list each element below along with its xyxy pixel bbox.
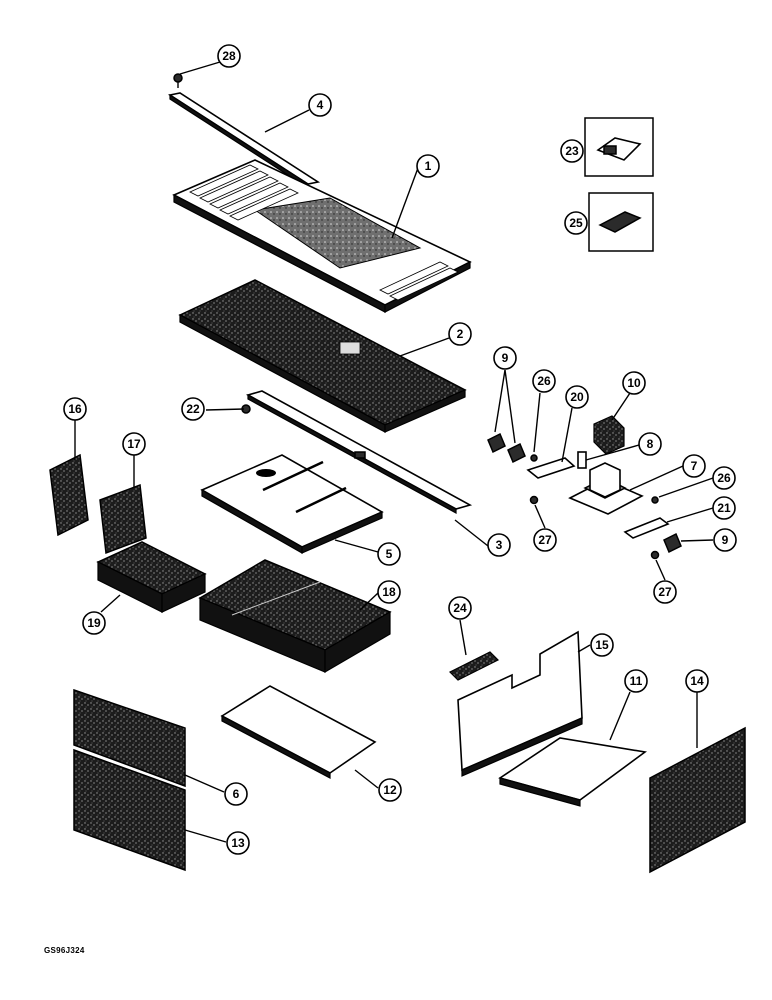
- svg-text:2: 2: [457, 327, 464, 341]
- svg-text:17: 17: [127, 437, 141, 451]
- part-7-mount-box: [568, 462, 644, 515]
- callout-21: 21: [712, 496, 736, 520]
- part-6-insulation-panel: [73, 688, 186, 788]
- part-14-insulation-panel: [649, 726, 746, 874]
- part-15-side-panel: [457, 630, 583, 777]
- part-11-base-plate: [498, 737, 647, 807]
- callout-14: 14: [685, 669, 709, 693]
- svg-text:25: 25: [569, 216, 583, 230]
- callout-28: 28: [217, 44, 241, 68]
- svg-text:27: 27: [658, 585, 672, 599]
- callout-6: 6: [224, 782, 248, 806]
- svg-text:10: 10: [627, 376, 641, 390]
- part-26-screws: [530, 454, 659, 504]
- part-19-insulation-block: [96, 541, 207, 613]
- part-5-board: [200, 454, 384, 555]
- callout-19: 19: [82, 611, 106, 635]
- part-17-insulation-pad: [99, 483, 147, 555]
- svg-text:24: 24: [453, 601, 467, 615]
- svg-text:5: 5: [386, 547, 393, 561]
- part-2-mat: [178, 279, 467, 434]
- svg-text:15: 15: [595, 638, 609, 652]
- callout-2: 2: [448, 322, 472, 346]
- svg-text:9: 9: [722, 533, 729, 547]
- panel-slots: [189, 164, 459, 301]
- part-3-rail: [245, 390, 473, 515]
- svg-text:18: 18: [382, 585, 396, 599]
- svg-text:27: 27: [538, 533, 552, 547]
- callout-25: 25: [564, 211, 588, 235]
- callout-22: 22: [181, 397, 205, 421]
- part-27-nuts: [529, 495, 660, 560]
- callout-10: 10: [622, 371, 646, 395]
- svg-text:7: 7: [691, 459, 698, 473]
- svg-text:3: 3: [496, 538, 503, 552]
- part-25-inset: [588, 192, 654, 252]
- callout-23: 23: [560, 139, 584, 163]
- callout-24: 24: [448, 596, 472, 620]
- part-23-inset: [584, 117, 654, 177]
- callout-18: 18: [377, 580, 401, 604]
- svg-text:16: 16: [68, 402, 82, 416]
- callout-9-top: 9: [493, 346, 517, 370]
- svg-text:13: 13: [231, 836, 245, 850]
- callout-7: 7: [682, 454, 706, 478]
- svg-text:14: 14: [690, 674, 704, 688]
- callout-4: 4: [308, 93, 332, 117]
- callout-5: 5: [377, 542, 401, 566]
- svg-text:4: 4: [317, 98, 324, 112]
- leader-lines: [74, 61, 714, 843]
- part-10-bushing: [593, 415, 625, 455]
- svg-text:26: 26: [537, 374, 551, 388]
- svg-text:19: 19: [87, 616, 101, 630]
- callout-27-bottom: 27: [653, 580, 677, 604]
- callout-26-bottom: 26: [712, 466, 736, 490]
- callout-3: 3: [487, 533, 511, 557]
- part-13-insulation-panel: [73, 748, 186, 872]
- callout-9-bottom: 9: [713, 528, 737, 552]
- part-12-plate: [220, 685, 377, 779]
- svg-text:12: 12: [383, 783, 397, 797]
- svg-text:22: 22: [186, 402, 200, 416]
- callout-15: 15: [590, 633, 614, 657]
- callout-17: 17: [122, 432, 146, 456]
- part-20-bracket: [526, 457, 576, 479]
- svg-text:11: 11: [630, 674, 643, 688]
- callout-8: 8: [638, 432, 662, 456]
- svg-text:1: 1: [425, 159, 432, 173]
- callout-26-top: 26: [532, 369, 556, 393]
- callout-27-top: 27: [533, 528, 557, 552]
- part-21-bracket: [623, 517, 670, 539]
- callout-1: 1: [416, 154, 440, 178]
- svg-text:9: 9: [502, 351, 509, 365]
- svg-text:8: 8: [647, 437, 654, 451]
- figure-code: GS96J324: [44, 946, 85, 955]
- callout-16: 16: [63, 397, 87, 421]
- svg-text:26: 26: [717, 471, 731, 485]
- callout-13: 13: [226, 831, 250, 855]
- callout-11: 11: [624, 669, 648, 693]
- svg-text:21: 21: [717, 501, 731, 515]
- part-9-clips: [487, 432, 682, 554]
- part-24-block: [448, 651, 500, 681]
- svg-text:6: 6: [233, 787, 240, 801]
- part-8-pin: [577, 451, 587, 469]
- part-16-insulation-pad: [49, 453, 89, 537]
- part-1-floor-panel: [172, 159, 472, 313]
- svg-text:20: 20: [570, 390, 584, 404]
- svg-text:23: 23: [565, 144, 579, 158]
- part-28-screw: [173, 73, 183, 88]
- callout-20: 20: [565, 385, 589, 409]
- svg-text:28: 28: [222, 49, 236, 63]
- callout-12: 12: [378, 778, 402, 802]
- part-18-insulation-block: [198, 559, 392, 674]
